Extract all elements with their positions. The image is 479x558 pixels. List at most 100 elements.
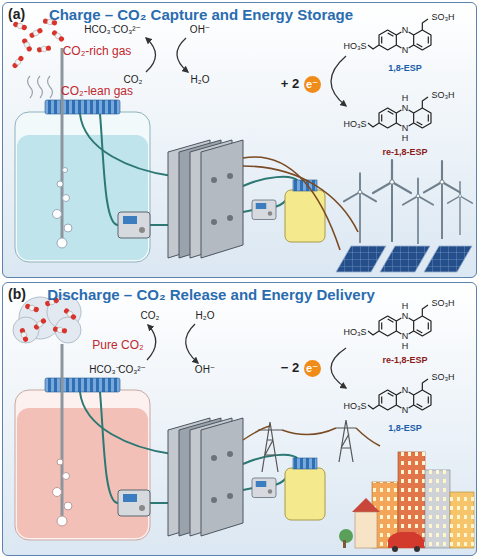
solar-panels	[424, 246, 472, 272]
power-wires	[243, 157, 340, 250]
power-lines	[356, 428, 380, 446]
absorber-jar	[64, 224, 72, 232]
atom-label: N	[402, 25, 409, 35]
absorber-jar	[63, 195, 70, 202]
flow-cell-system	[80, 392, 325, 536]
absorber-jar	[17, 135, 148, 260]
illustration	[368, 97, 431, 128]
atom-label: SO₃H	[431, 90, 454, 100]
desorber-jar	[57, 516, 67, 526]
atom-label: SO₃H	[431, 372, 454, 382]
wind-turbines	[403, 178, 433, 244]
atom-label: N	[402, 331, 409, 341]
wind-turbines	[424, 161, 460, 239]
wind-turbines	[448, 182, 473, 235]
co2-rich-gas-cloud	[37, 45, 52, 53]
atom-label: N	[402, 385, 409, 395]
pure-co2-cloud	[13, 317, 39, 343]
panel-title: Charge – CO₂ Capture and Energy Storage	[49, 6, 353, 23]
electron-symbol: e⁻	[304, 76, 321, 93]
city	[352, 498, 380, 512]
species-label: CO₂	[141, 310, 160, 322]
panel-letter: (b)	[8, 286, 26, 302]
reaction-arrows	[177, 38, 188, 72]
compound-name: re-1,8-ESP	[382, 355, 427, 365]
city	[450, 492, 474, 548]
city	[388, 532, 424, 548]
species-label: H₂O	[191, 74, 210, 86]
solar-panels	[380, 246, 430, 272]
gas-label: CO₂-rich gas	[63, 45, 132, 59]
reaction-arrows	[146, 38, 156, 72]
co2-rich-gas-cloud	[12, 21, 27, 31]
desorber-jar	[15, 390, 150, 540]
pure-co2-cloud	[33, 317, 47, 330]
atom-label: H	[402, 341, 409, 351]
reaction-arrows	[331, 348, 346, 388]
desorber-jar	[57, 459, 63, 465]
panel-frame: (b) Discharge – CO₂ Release and Energy De…	[2, 282, 477, 556]
lean-gas-lines	[38, 76, 43, 98]
gas-label: Pure CO₂	[92, 339, 143, 353]
reaction-arrows	[146, 38, 346, 106]
power-lines	[243, 426, 270, 440]
atom-label: H	[402, 133, 409, 143]
pure-co2-cloud	[24, 303, 39, 313]
pure-co2-cloud	[19, 327, 29, 342]
electron-count: − 2	[281, 361, 299, 376]
absorber-jar	[15, 112, 150, 262]
absorber-jar	[45, 100, 120, 114]
city	[450, 492, 474, 548]
species-label: HCO₃⁻	[84, 24, 116, 36]
co2-rich-gas-cloud	[11, 18, 65, 69]
panel-background	[2, 282, 477, 556]
co2-rich-gas-cloud	[21, 37, 33, 52]
lean-gas-lines	[28, 76, 33, 98]
solar-panels	[336, 246, 386, 272]
species-label: CO₃²⁻	[118, 364, 146, 376]
absorber-jar	[61, 48, 64, 238]
panel-title: Discharge – CO₂ Release and Energy Deliv…	[47, 286, 375, 303]
wind-turbines	[344, 160, 473, 244]
pure-co2-cloud	[53, 326, 68, 334]
illustration	[368, 305, 431, 336]
solar-panels	[336, 246, 472, 272]
absorber-jar	[53, 210, 62, 219]
illustration	[368, 19, 431, 50]
panel-letter: (a)	[8, 6, 25, 22]
gas-label: CO₂-lean gas	[61, 85, 133, 99]
species-label: CO₃²⁻	[113, 24, 141, 36]
absorber-jar	[57, 238, 67, 248]
absorber-jar	[63, 168, 68, 173]
atom-label: N	[402, 103, 409, 113]
compound-name: 1,8-ESP	[388, 423, 422, 433]
lean-gas-lines	[48, 76, 53, 98]
compound-name: re-1,8-ESP	[382, 147, 427, 157]
atom-label: HO₃S	[343, 119, 366, 129]
absorber-jar	[57, 181, 63, 187]
city	[414, 546, 420, 552]
city	[339, 452, 474, 552]
illustration	[368, 379, 431, 410]
wind-turbines	[373, 160, 411, 242]
electron-count: + 2	[281, 77, 299, 92]
species-label: OH⁻	[190, 24, 210, 36]
desorber-jar	[64, 502, 72, 510]
electron-symbol: e⁻	[304, 360, 321, 377]
desorber-jar	[17, 408, 148, 538]
city	[392, 546, 398, 552]
atom-label: SO₃H	[431, 12, 454, 22]
species-label: CO₂	[124, 74, 143, 86]
atom-label: N	[402, 45, 409, 55]
co2-rich-gas-cloud	[51, 29, 65, 42]
power-wires	[243, 166, 358, 232]
wind-turbines	[344, 173, 376, 243]
species-label: H₂O	[196, 310, 215, 322]
atom-label: N	[402, 311, 409, 321]
atom-label: H	[402, 301, 409, 311]
lean-gas-lines	[28, 76, 53, 98]
reaction-arrows	[147, 325, 156, 360]
reaction-arrows	[147, 324, 346, 388]
